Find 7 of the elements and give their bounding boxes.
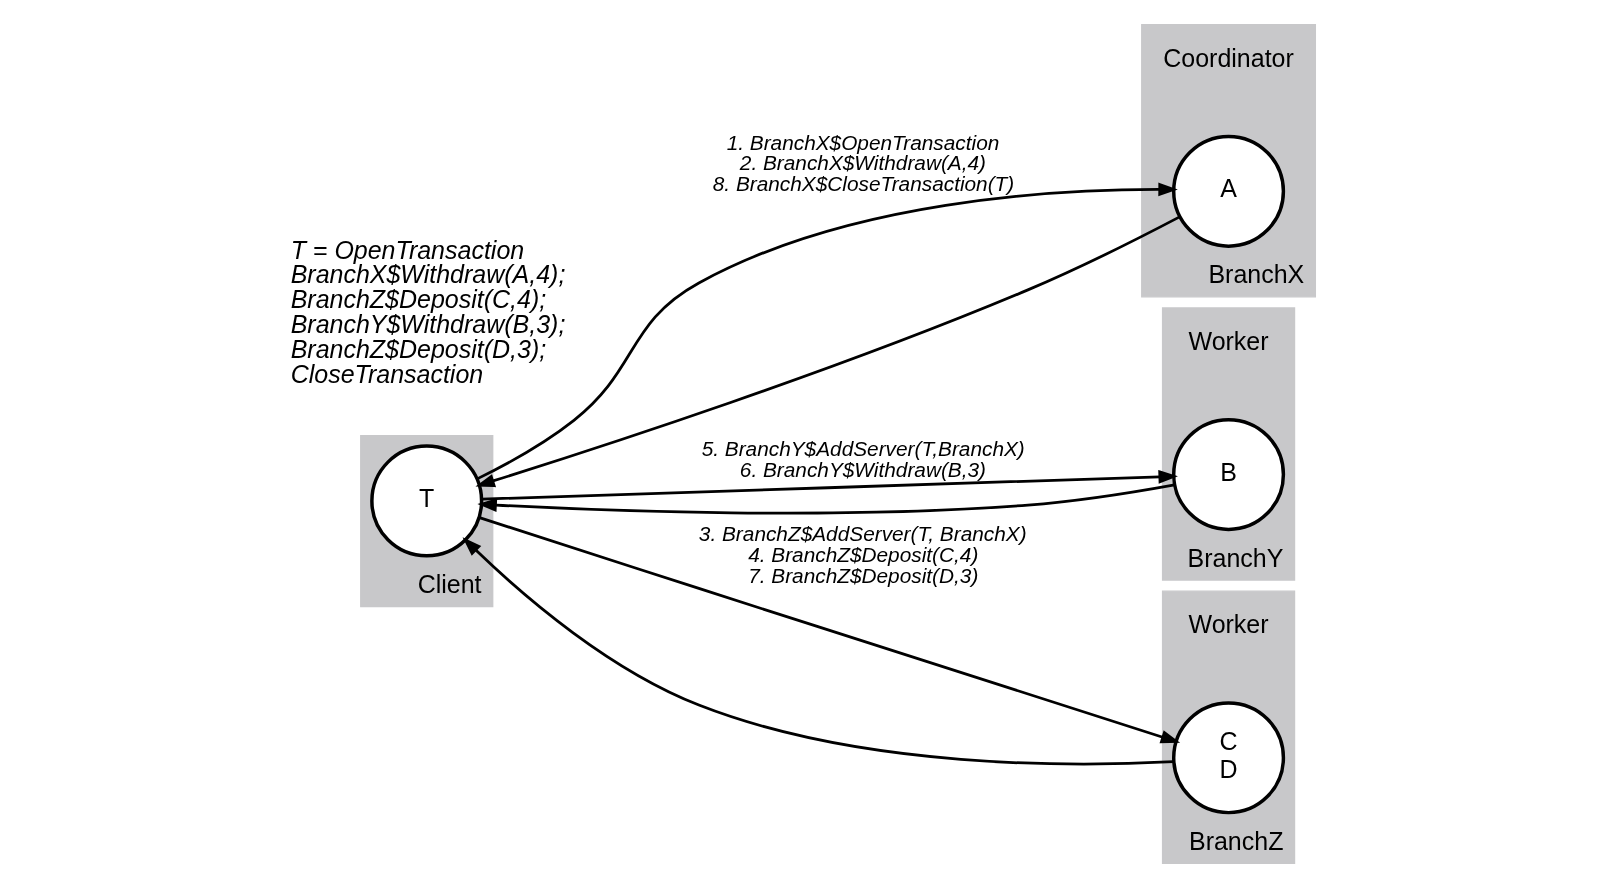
node-label: Worker <box>1188 610 1269 639</box>
edge-label: 5. BranchY$AddServer(T,BranchX) 6. BranchY$Withdraw(B,3) <box>701 437 1025 482</box>
node-label: Worker <box>1188 327 1269 356</box>
edge-label: 3. BranchZ$AddServer(T, BranchX) 4. BranchZ$Deposit(C,4) 7. BranchZ$Deposit(D,3) <box>698 522 1027 587</box>
node-label: Coordinator <box>1162 43 1294 72</box>
label: T = OpenTransaction BranchX$Withdraw(A,4); BranchZ$Deposit(C,4); BranchY$Withdraw(B,3); BranchZ$Deposit(D,3); CloseTransaction <box>290 235 565 389</box>
edge-label: 1. BranchX$OpenTransaction 2. BranchX$Withdraw(A,4) 8. BranchX$CloseTransaction(T) <box>712 130 1014 196</box>
